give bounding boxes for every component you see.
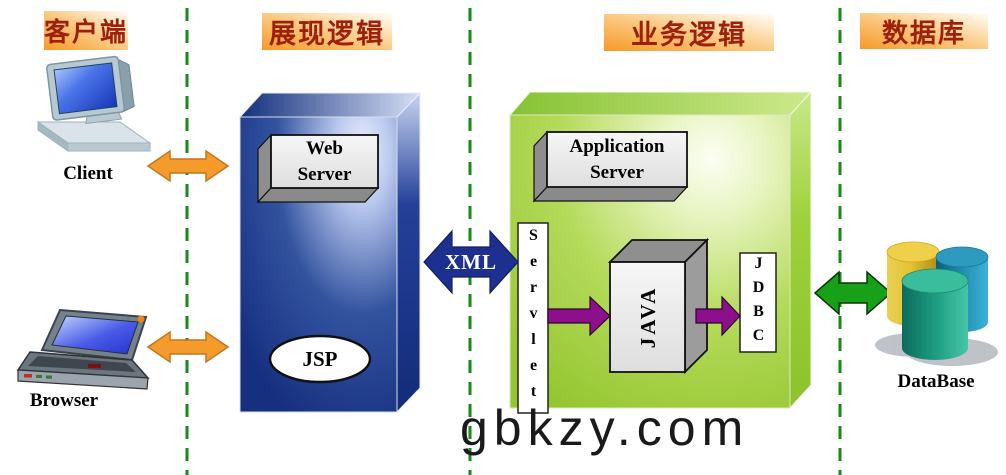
jdbc-label-text: JDBC (750, 254, 767, 351)
header-business-lane: 业务逻辑 (604, 14, 774, 51)
web-server-line2: Server (297, 163, 352, 185)
web-server-line1: Web (306, 137, 343, 159)
watermark-text: gbkzy.com (460, 400, 750, 456)
xml-arrow (423, 229, 519, 295)
header-database-lane: 数据库 (860, 13, 988, 49)
servlet-java-arrow (547, 295, 611, 337)
client-computer-icon (36, 55, 152, 152)
web-server-plaque (256, 133, 380, 204)
application-server-line1: Application (569, 135, 665, 157)
application-server-plaque (532, 130, 689, 203)
jdbc-label: JDBC (740, 254, 776, 351)
database-label: DataBase (897, 371, 975, 392)
servlet-label: Servlet (518, 225, 548, 411)
database-cylinders-icon (875, 241, 998, 366)
servlet-label-text: Servlet (525, 227, 542, 409)
client-presentation-arrow (146, 149, 230, 183)
jsp-label: JSP (302, 346, 338, 371)
java-jdbc-arrow (695, 295, 741, 337)
servlet-box (517, 222, 549, 414)
java-label: JAVA (635, 285, 660, 349)
browser-laptop-icon (16, 308, 150, 390)
jdbc-database-arrow (813, 270, 893, 316)
jsp-oval (268, 334, 372, 384)
header-client-lane: 客户端 (44, 11, 128, 50)
jdbc-box (739, 252, 777, 353)
application-server-plaque-text: Application Server (547, 132, 687, 187)
client-label: Client (63, 163, 113, 184)
web-server-plaque-text: Web Server (271, 135, 378, 188)
browser-presentation-arrow (146, 330, 230, 364)
xml-label: XML (445, 249, 497, 274)
application-server-line2: Server (590, 161, 644, 183)
header-presentation-lane: 展现逻辑 (262, 13, 392, 50)
java-box (607, 237, 710, 375)
browser-label: Browser (29, 390, 99, 411)
